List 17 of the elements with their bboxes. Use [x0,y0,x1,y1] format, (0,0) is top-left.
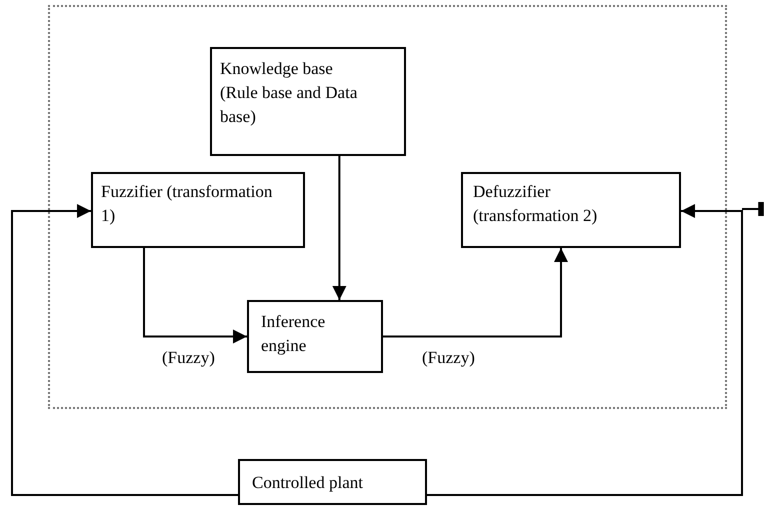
box-label: Knowledge base (Rule base and Data base) [220,58,358,128]
arrow [332,156,346,300]
box-label: Controlled plant [252,472,364,494]
system-boundary-box [48,5,727,409]
process-box [238,459,427,505]
box-label: Inference engine [261,311,326,357]
box-label: Defuzzifier (transformation 2) [473,181,598,227]
edge-label: (Fuzzy) [160,348,217,368]
arrow [11,204,238,496]
process-box [91,172,305,248]
arrow [383,248,568,338]
process-box [461,172,681,248]
edge-label: (Fuzzy) [420,348,477,368]
arrow [143,248,247,344]
process-box [247,300,383,373]
process-box [210,47,406,156]
box-label: Fuzzifier (transformation 1) [101,181,274,227]
